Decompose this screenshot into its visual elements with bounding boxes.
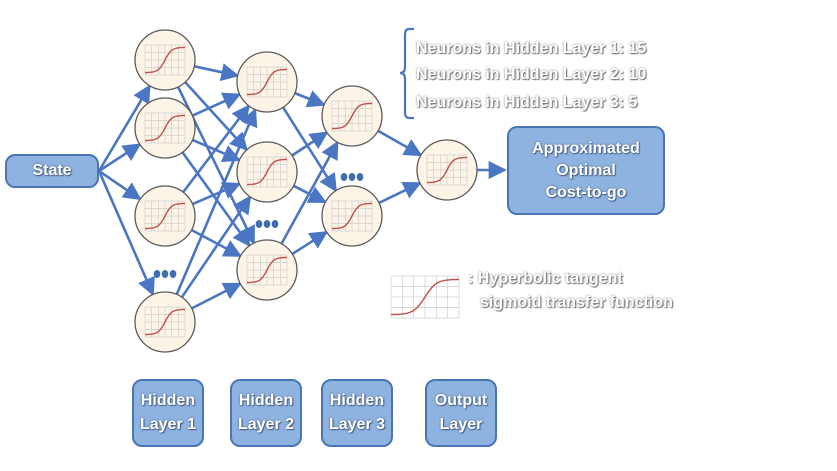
ellipsis-dot xyxy=(356,173,364,181)
connection-h1-0-to-h2-1 xyxy=(184,81,249,152)
connections xyxy=(97,63,507,310)
connection-h2-2-to-h3-0 xyxy=(280,140,339,245)
sigmoid-curve xyxy=(247,158,287,186)
ellipsis-dot xyxy=(348,173,356,181)
connection-h2-1-to-h3-0 xyxy=(291,131,329,157)
output-box: Approximated Optimal Cost-to-go xyxy=(507,126,665,215)
ellipsis-dot xyxy=(271,220,279,228)
neuron-h1-3 xyxy=(134,291,196,353)
neurons xyxy=(134,29,478,353)
connection-state-to-h1-1 xyxy=(98,143,142,173)
connection-h1-0-to-h2-0 xyxy=(194,63,240,82)
neuron-h3-1 xyxy=(321,185,383,247)
legend-line-1: : Hyperbolic tangent xyxy=(468,270,623,287)
connection-state-to-h1-3 xyxy=(97,170,155,297)
sigmoid-curve xyxy=(145,202,185,230)
connection-state-to-h1-0 xyxy=(97,84,151,172)
connection-h1-2-to-h2-0 xyxy=(182,104,250,193)
neuron-count-layer-2: Neurons in Hidden Layer 2: 10 xyxy=(416,66,647,83)
neuron-h2-1 xyxy=(236,141,298,203)
connection-h1-3-to-h2-2 xyxy=(191,282,242,310)
sigmoid-curve xyxy=(332,102,372,130)
ellipsis-dot xyxy=(169,270,177,278)
sigmoid-legend-icon xyxy=(390,275,460,319)
ellipsis-dot xyxy=(255,220,263,228)
neuron-h3-0 xyxy=(321,85,383,147)
layer-label-hidden-1: Hidden Layer 1 xyxy=(132,379,204,447)
ellipsis-dot xyxy=(340,173,348,181)
connection-state-to-h1-2 xyxy=(98,169,142,201)
sigmoid-curve xyxy=(145,46,185,74)
sigmoid-grid xyxy=(144,44,186,76)
neuron-count-layer-1: Neurons in Hidden Layer 1: 15 xyxy=(416,40,647,57)
sigmoid-curve xyxy=(427,156,467,184)
connection-h1-3-to-h2-1 xyxy=(180,195,252,298)
brace-path xyxy=(399,27,414,120)
ellipsis-dot xyxy=(153,270,161,278)
legend-line-2: sigmoid transfer function xyxy=(480,294,673,311)
layer-label-output: Output Layer xyxy=(425,379,497,447)
layer-label-hidden-2: Hidden Layer 2 xyxy=(230,379,302,447)
neuron-h2-0 xyxy=(236,51,298,113)
neuron-h2-2 xyxy=(236,239,298,301)
connection-h1-1-to-h2-0 xyxy=(191,92,242,117)
sigmoid-curve xyxy=(145,114,185,142)
state-label: State xyxy=(32,162,72,179)
state-box: State xyxy=(5,154,99,188)
sigmoid-curve xyxy=(332,202,372,230)
neuron-count-brace xyxy=(399,27,414,120)
layer-label-hidden-3: Hidden Layer 3 xyxy=(321,379,393,447)
neuron-h1-2 xyxy=(134,185,196,247)
ellipses xyxy=(153,173,364,278)
ellipsis-1 xyxy=(153,270,177,278)
sigmoid-curve xyxy=(247,256,287,284)
neuron-h1-1 xyxy=(134,97,196,159)
ellipsis-3 xyxy=(340,173,364,181)
connection-h1-2-to-h2-1 xyxy=(192,182,242,206)
connection-h2-0-to-h3-0 xyxy=(294,90,326,108)
output-label: Approximated Optimal Cost-to-go xyxy=(532,139,640,201)
sigmoid-grid xyxy=(144,306,186,338)
sigmoid-curve xyxy=(390,278,460,316)
ellipsis-dot xyxy=(263,220,271,228)
connection-h2-2-to-h3-1 xyxy=(291,230,329,256)
ellipsis-2 xyxy=(255,220,279,228)
connection-h3-0-to-out-0 xyxy=(377,129,423,157)
ellipsis-dot xyxy=(161,270,169,278)
sigmoid-curve xyxy=(145,308,185,336)
neuron-h1-0 xyxy=(134,29,196,91)
sigmoid-curve xyxy=(247,68,287,96)
neuron-count-layer-3: Neurons in Hidden Layer 3: 5 xyxy=(416,94,638,111)
connection-h3-1-to-out-0 xyxy=(378,181,422,205)
neuron-out-0 xyxy=(416,139,478,201)
connection-h1-3-to-h2-0 xyxy=(175,107,258,295)
connection-h1-2-to-h2-2 xyxy=(190,228,243,258)
sigmoid-grid xyxy=(390,275,460,319)
